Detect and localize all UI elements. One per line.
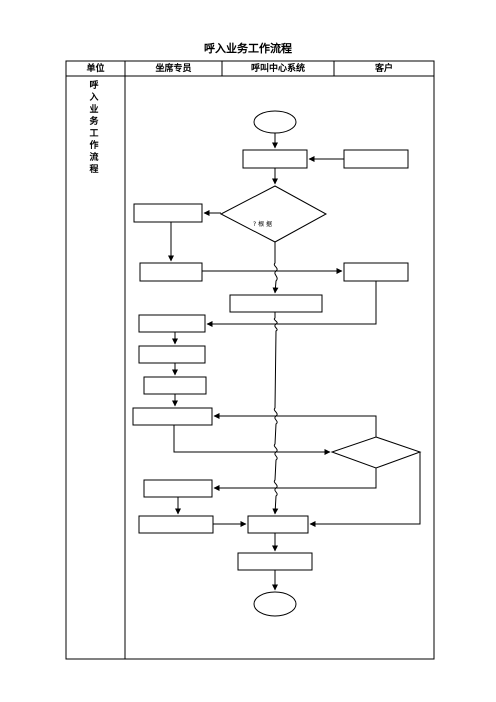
table-border: [65, 60, 435, 660]
process-box-customer-2: [343, 262, 409, 282]
arrow-decision-to-system2: [272, 242, 279, 294]
process-box-system-receive: [242, 149, 308, 169]
arrow-decision2-to-merge: [309, 452, 421, 527]
decision-diamond-2: [330, 436, 422, 469]
arrow-system2-to-merge: [272, 312, 279, 515]
process-box-agent-7: [143, 479, 213, 498]
decision-label: ? 根 据: [253, 220, 272, 228]
unit-char: 呼: [89, 81, 99, 91]
process-box-system-2: [229, 294, 323, 313]
arrow-customer2-to-agent3: [206, 281, 377, 327]
process-box-system-merge: [247, 515, 309, 534]
process-box-agent-4: [138, 345, 206, 364]
unit-char: 作: [89, 141, 99, 151]
unit-char: 入: [89, 93, 99, 103]
process-box-agent-8: [138, 515, 214, 534]
start-terminal: [253, 110, 297, 134]
arrow-decision2-to-agent7: [213, 468, 377, 491]
unit-char: 程: [89, 165, 99, 175]
process-box-agent-1: [133, 203, 203, 223]
arrow-agent6-to-decision2: [173, 425, 331, 455]
header-system: 呼叫中心系统: [250, 64, 305, 74]
process-box-agent-5: [143, 376, 207, 395]
process-box-agent-2: [139, 262, 203, 282]
arrow-decision2-loop-back: [213, 413, 377, 437]
unit-char: 务: [89, 117, 99, 127]
header-customer: 客户: [374, 64, 393, 74]
unit-char: 工: [89, 129, 99, 139]
header-unit: 单位: [86, 64, 105, 74]
process-box-agent-3: [138, 314, 206, 333]
unit-vertical-label: 呼 入 业 务 工 作 流 程: [84, 80, 104, 176]
process-box-system-final: [237, 552, 313, 571]
unit-char: 流: [89, 153, 99, 163]
table-frame: [65, 60, 435, 660]
decision-diamond-1: [219, 185, 328, 243]
process-box-customer-call: [343, 149, 409, 169]
header-agent: 坐席专员: [155, 64, 192, 74]
unit-char: 业: [89, 105, 99, 115]
end-terminal: [253, 591, 297, 617]
connectors: [168, 133, 421, 591]
page-title: 呼入业务工作流程: [204, 42, 292, 55]
process-box-agent-6: [132, 407, 213, 426]
